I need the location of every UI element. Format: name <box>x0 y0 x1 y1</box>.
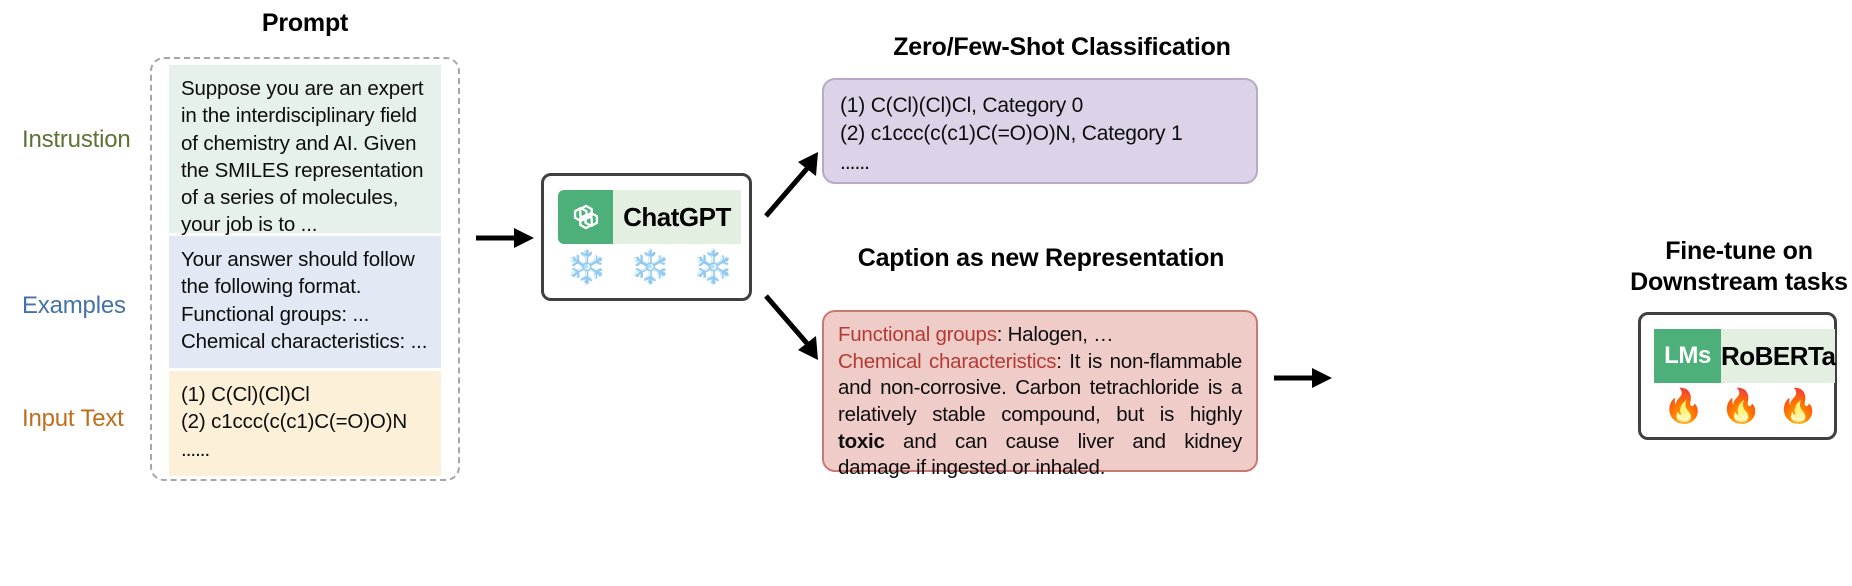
caption-key-functional-groups: Functional groups <box>838 323 997 346</box>
fire-icon: 🔥 <box>1777 387 1819 424</box>
prompt-examples-line-4: Chemical characteristics: ... <box>181 329 428 353</box>
label-input-text: Input Text <box>22 405 124 432</box>
prompt-input-line-1: (1) C(Cl)(Cl)Cl <box>181 383 310 406</box>
caption-output-box: Functional groups: Halogen, … Chemical c… <box>822 310 1258 479</box>
openai-logo-icon <box>558 190 613 244</box>
finetune-title-line-1: Fine-tune on <box>1665 237 1813 265</box>
prompt-instruction-block: Suppose you are an expert in the interdi… <box>169 65 441 237</box>
prompt-input-ellipsis: ...... <box>181 437 210 461</box>
fire-icon: 🔥 <box>1720 387 1762 424</box>
snowflake-icon: ❄️ <box>692 248 734 285</box>
roberta-model-card: LMs RoBERTa 🔥 🔥 🔥 <box>1638 312 1837 440</box>
prompt-instruction-text: Suppose you are an expert in the interdi… <box>181 77 424 237</box>
arrow-model-to-classification <box>764 152 818 218</box>
roberta-badge: LMs RoBERTa <box>1654 329 1836 383</box>
classification-line-1: (1) C(Cl)(Cl)Cl, Category 0 <box>840 94 1084 117</box>
training-indicator-row: 🔥 🔥 🔥 <box>1663 389 1819 422</box>
lms-logo-icon: LMs <box>1654 329 1721 383</box>
label-examples: Examples <box>22 292 126 319</box>
chatgpt-name-label: ChatGPT <box>613 190 741 244</box>
prompt-input-block: (1) C(Cl)(Cl)Cl (2) c1ccc(c(c1)C(=O)O)N … <box>169 371 441 476</box>
lms-logo-label: LMs <box>1664 342 1711 369</box>
roberta-name-label: RoBERTa <box>1721 329 1836 383</box>
classification-line-2: (2) c1ccc(c(c1)C(=O)O)N, Category 1 <box>840 122 1183 146</box>
prompt-container <box>150 57 460 481</box>
prompt-examples-block: Your answer should follow the following … <box>169 236 441 380</box>
caption-key-chemical-characteristics: Chemical characteristics <box>838 349 1057 373</box>
finetune-title: Fine-tune on Downstream tasks <box>1630 236 1848 297</box>
classification-ellipsis: ...... <box>840 150 870 174</box>
caption-value-chemical-bold: toxic <box>838 429 885 453</box>
page-title-prompt: Prompt <box>261 9 349 37</box>
caption-title: Caption as new Representation <box>857 244 1225 272</box>
chatgpt-model-card: ChatGPT ❄️ ❄️ ❄️ <box>541 173 752 301</box>
arrow-prompt-to-model <box>476 228 534 248</box>
prompt-examples-line-1: Your answer should follow <box>181 248 415 271</box>
arrow-model-to-caption <box>764 294 818 360</box>
prompt-input-line-2: (2) c1ccc(c(c1)C(=O)O)N <box>181 410 408 434</box>
snowflake-icon: ❄️ <box>566 248 608 285</box>
caption-value-chemical-part2: and can cause liver and kidney damage if… <box>838 429 1242 480</box>
fire-icon: 🔥 <box>1663 387 1705 424</box>
caption-value-chemical-part1: : It is non-flammable and non-corrosive.… <box>838 349 1242 426</box>
frozen-indicator-row: ❄️ ❄️ ❄️ <box>566 250 734 283</box>
arrow-caption-to-finetune <box>1274 368 1332 388</box>
prompt-examples-line-2: the following format. <box>181 275 362 299</box>
caption-value-functional-groups: : Halogen, … <box>996 323 1114 346</box>
snowflake-icon: ❄️ <box>629 248 671 285</box>
chatgpt-badge: ChatGPT <box>558 190 741 244</box>
finetune-title-line-2: Downstream tasks <box>1630 267 1848 296</box>
classification-output-box: (1) C(Cl)(Cl)Cl, Category 0 (2) c1ccc(c(… <box>822 78 1258 184</box>
classification-title: Zero/Few-Shot Classification <box>893 33 1231 61</box>
label-instruction: Instrustion <box>22 126 131 153</box>
prompt-examples-line-3: Functional groups: ... <box>181 302 370 326</box>
